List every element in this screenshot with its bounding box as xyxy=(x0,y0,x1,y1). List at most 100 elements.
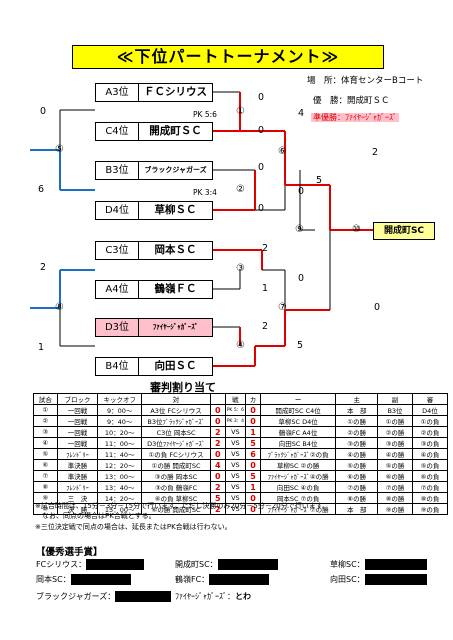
table-cell: B3位 xyxy=(377,404,413,416)
table-cell: 12：20～ xyxy=(97,459,143,471)
table-cell: ①の勝 xyxy=(335,415,379,427)
table-cell: 9：40～ xyxy=(97,415,143,427)
table-cell: 0 xyxy=(245,459,261,471)
table-cell: 向田SC ④の負 xyxy=(259,481,337,493)
match-5-label: ⑤ xyxy=(55,144,64,155)
table-cell: A3位 FCシリウス xyxy=(141,404,211,416)
match-8-label: ⑧ xyxy=(55,302,64,313)
table-cell: 0 xyxy=(245,503,261,515)
score: 0 xyxy=(258,92,265,103)
team-b3: B3位ブラックジャガーズ xyxy=(95,161,213,180)
table-header-row: 試合 ブロック キックオフ 対 戦 カ ー 主 副 審 xyxy=(33,393,449,405)
score: 0 xyxy=(298,186,305,197)
champion-label: 優 勝：開成町ＳＣ xyxy=(313,96,390,106)
note-3: ※三位決定戦で同点の場合は、延長またはPK合戦は行わない。 xyxy=(35,523,232,531)
match-9-label: ⑨ xyxy=(295,224,304,235)
table-cell: ②の負 xyxy=(411,426,449,438)
table-cell: 0 xyxy=(209,404,226,416)
prize-kusayanagi: 草柳SC： xyxy=(330,559,427,570)
referee-title: 審判割り当て xyxy=(150,381,216,394)
score: 0 xyxy=(258,203,265,214)
table-cell: ④の勝 xyxy=(335,448,379,460)
score: 2 xyxy=(40,262,47,273)
prize-mukaida: 向田SC： xyxy=(330,574,427,585)
table-cell: 1 xyxy=(245,481,261,493)
score: 5 xyxy=(297,340,304,351)
table-cell: D4位 xyxy=(411,404,449,416)
table-cell: C3位 岡本SC xyxy=(141,426,211,438)
score: 6 xyxy=(38,184,45,195)
table-cell: ⑨の負 xyxy=(411,503,449,515)
table-cell: ③の勝 xyxy=(335,437,379,449)
match-4-label: ④ xyxy=(236,340,245,351)
score: 0 xyxy=(40,106,47,117)
prize-kaiseimachi: 開成町SC： xyxy=(175,559,278,570)
table-cell: 0 xyxy=(209,470,226,482)
table-cell: 0 xyxy=(245,415,261,427)
table-cell: 開成町SC C4位 xyxy=(259,404,337,416)
team-c4: C4位開成町ＳＣ xyxy=(95,122,213,141)
table-cell: ⑦ xyxy=(33,470,58,482)
table-cell: 本 部 xyxy=(335,404,379,416)
match-2-label: ② xyxy=(236,184,245,195)
team-c3: C3位岡本ＳＣ xyxy=(95,241,213,260)
match-7-label: ⑦ xyxy=(278,302,287,313)
table-cell: PK 3：4 xyxy=(224,415,247,427)
table-cell: VS xyxy=(224,481,247,493)
table-cell: 5 xyxy=(245,470,261,482)
table-cell: 準決勝 xyxy=(56,470,99,482)
table-cell: ⑧の負 xyxy=(411,492,449,504)
champion-box: 開成町SC xyxy=(373,222,435,240)
table-cell: 11：40～ xyxy=(97,448,143,460)
table-cell: 向田SC B4位 xyxy=(259,437,337,449)
table-cell: 15：00～ xyxy=(97,503,143,515)
prize-okamoto: 岡本SC： xyxy=(36,574,131,585)
table-cell: VS xyxy=(224,470,247,482)
table-cell: ⑥の勝 xyxy=(335,470,379,482)
score: 0 xyxy=(298,273,305,284)
prize-title: 【優秀選手賞】 xyxy=(36,547,103,558)
table-cell: ③の勝 岡本SC xyxy=(141,470,211,482)
table-cell: ⑤の勝 xyxy=(377,459,413,471)
score: 1 xyxy=(38,342,45,353)
table-cell: 13：00～ xyxy=(97,470,143,482)
table-cell: ⑦の負 xyxy=(411,481,449,493)
table-cell: ⑨の勝 xyxy=(377,503,413,515)
table-cell: ⑥の勝 xyxy=(377,470,413,482)
table-cell: 11：00～ xyxy=(97,437,143,449)
match-1-label: ① xyxy=(236,106,245,117)
table-cell: VS xyxy=(224,426,247,438)
table-cell: ①の負 FCシリウス xyxy=(141,448,211,460)
table-cell: ﾌｧｲﾔｰｼﾞｬｶﾞｰｽﾞ④の勝 xyxy=(259,470,337,482)
table-cell: ⑩ xyxy=(33,503,58,515)
match-3-label: ③ xyxy=(236,263,245,274)
table-cell: 準決勝 xyxy=(56,459,99,471)
table-cell: 10：20～ xyxy=(97,426,143,438)
table-cell: VS xyxy=(224,503,247,515)
table-cell: B3位ﾌﾞﾗｯｸｼﾞｬｶﾞｰｽﾞ xyxy=(141,415,211,427)
score: 4 xyxy=(298,108,305,119)
table-cell: 本 部 xyxy=(335,503,379,515)
table-cell: 一回戦 xyxy=(56,437,99,449)
table-cell: 一回戦 xyxy=(56,404,99,416)
table-cell: ﾌﾚﾝﾄﾞﾘｰ xyxy=(56,481,99,493)
table-cell: ⑤の勝 xyxy=(335,459,379,471)
score: 0 xyxy=(258,125,265,136)
table-cell: ③の負 xyxy=(411,437,449,449)
table-cell: 草柳SC ②の勝 xyxy=(259,459,337,471)
table-cell: 2 xyxy=(209,437,226,449)
table-cell: 9：00～ xyxy=(97,404,143,416)
score: 2 xyxy=(262,321,269,332)
bracket-lines xyxy=(30,91,373,367)
table-cell: ② xyxy=(33,415,58,427)
